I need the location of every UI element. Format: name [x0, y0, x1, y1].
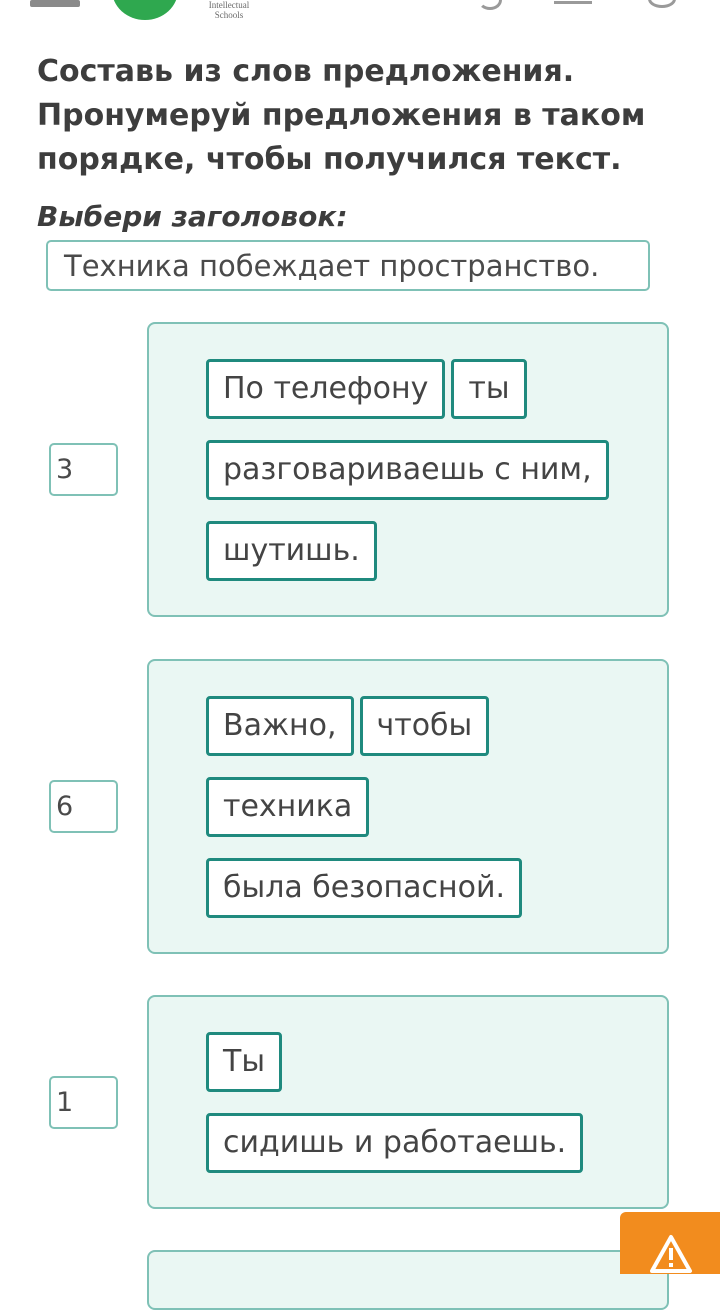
sentence-card: По телефону ты разговариваешь с ним, шут…: [147, 322, 669, 617]
logo-text: Intellectual Schools: [208, 0, 250, 20]
sentence-line: По телефону ты: [206, 359, 527, 419]
search-icon[interactable]: [478, 0, 502, 10]
title-dropdown[interactable]: Техника побеждает пространство.: [46, 240, 650, 291]
notifications-icon[interactable]: [554, 0, 592, 4]
word-chip[interactable]: шутишь.: [206, 521, 377, 581]
word-chip[interactable]: По телефону: [206, 359, 446, 419]
sentence-number-input[interactable]: 1: [49, 1076, 118, 1129]
word-chip[interactable]: Ты: [206, 1032, 283, 1092]
sentence-card: Ты сидишь и работаешь.: [147, 995, 669, 1209]
word-chip[interactable]: была безопасной.: [206, 858, 523, 918]
sentence-card: Важно, чтобы техника была безопасной.: [147, 659, 669, 954]
sentence-line: Важно, чтобы: [206, 696, 490, 756]
sentence-line: техника: [206, 777, 370, 837]
sentence-line: сидишь и работаешь.: [206, 1113, 584, 1173]
word-chip[interactable]: техника: [206, 777, 370, 837]
sentence-number-input[interactable]: 6: [49, 780, 118, 833]
sentence-number-input[interactable]: 3: [49, 443, 118, 496]
profile-icon[interactable]: [648, 0, 676, 8]
sentence-line: Ты: [206, 1032, 283, 1092]
logo-icon: [112, 0, 178, 20]
warning-triangle-icon: [650, 1235, 692, 1273]
sentence-line: разговариваешь с ним,: [206, 440, 609, 500]
sentence-line: шутишь.: [206, 521, 377, 581]
sentence-line: была безопасной.: [206, 858, 523, 918]
task-instruction: Составь из слов предложения. Пронумеруй …: [37, 54, 646, 177]
word-chip[interactable]: разговариваешь с ним,: [206, 440, 609, 500]
sentence-card: [147, 1250, 669, 1310]
title-label: Выбери заголовок:: [37, 200, 348, 233]
menu-icon[interactable]: [30, 0, 80, 7]
word-chip[interactable]: ты: [451, 359, 527, 419]
word-chip[interactable]: Важно,: [206, 696, 354, 756]
word-chip[interactable]: сидишь и работаешь.: [206, 1113, 584, 1173]
report-problem-button[interactable]: [620, 1212, 720, 1274]
word-chip[interactable]: чтобы: [359, 696, 490, 756]
